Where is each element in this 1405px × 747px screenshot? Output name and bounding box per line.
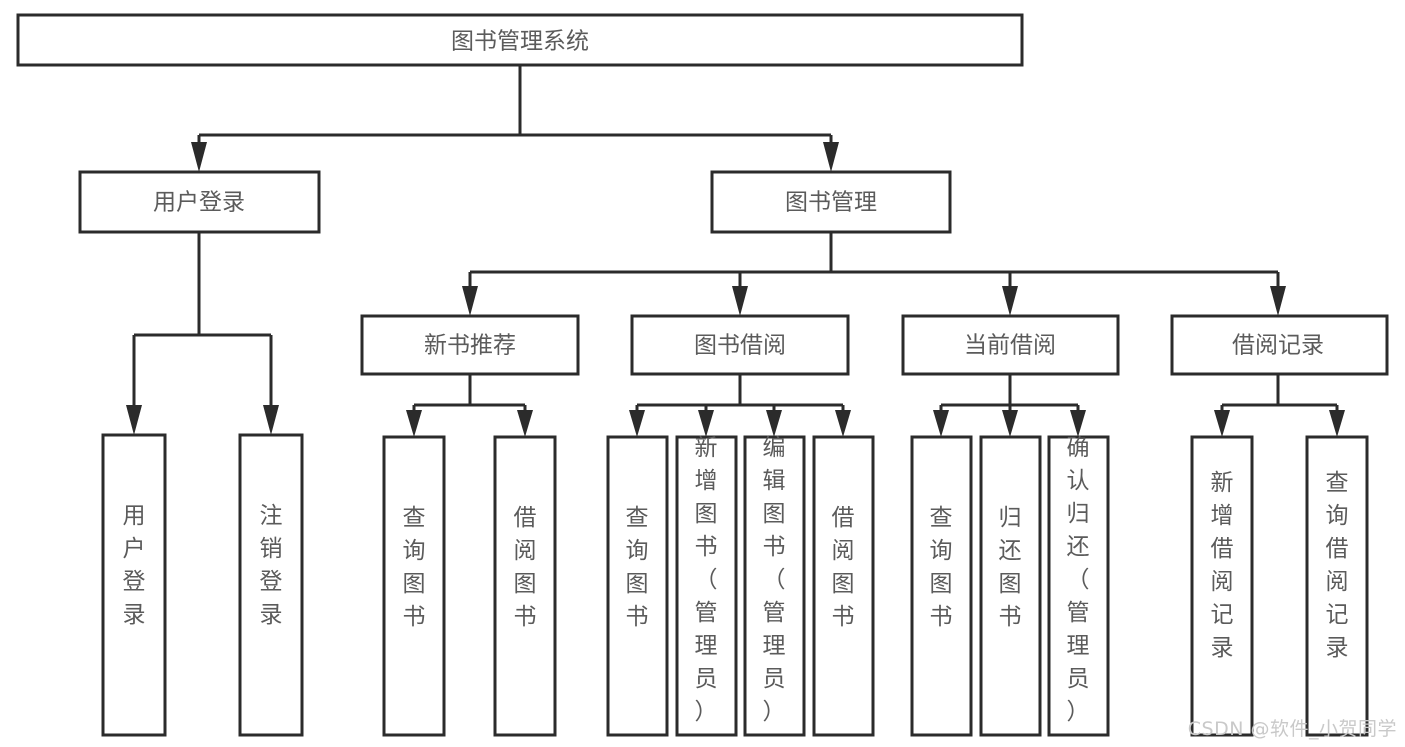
watermark-credit: CSDN @软件_小贺同学 [1187,718,1397,740]
node-leaf-logout[interactable]: 注销登录 [238,433,304,737]
node-leaf-add-borrow-record[interactable]: 新增借阅记录 [1190,435,1254,737]
arrow-new-book-rec-leaf-1 [406,410,422,437]
leaf-query-borrow-record-box[interactable] [1305,435,1369,737]
current-borrow-label: 当前借阅 [964,333,1056,359]
node-current-borrow[interactable]: 当前借阅 [901,314,1120,376]
leaf-add-borrow-record-box[interactable] [1190,435,1254,737]
user-login-box[interactable] [78,170,321,234]
leaf-confirm-return-admin-label: 确认归还（管理员） [1067,435,1090,725]
node-leaf-return-book[interactable]: 归还图书 [979,435,1042,737]
arrow-root-to-user-login [191,142,207,172]
leaf-query-book-borrow-box[interactable] [606,435,669,737]
new-book-recommend-label: 新书推荐 [424,333,516,359]
leaf-add-book-admin-box[interactable] [675,435,738,737]
arrow-to-new-book-rec [462,286,478,316]
current-borrow-box[interactable] [901,314,1120,376]
new-book-recommend-box[interactable] [360,314,580,376]
leaf-logout-box[interactable] [238,433,304,737]
node-leaf-confirm-return-admin[interactable]: 确认归还（管理员） [1047,435,1110,737]
arrow-user-login-leaf-1 [126,405,142,435]
leaf-query-book-current-box[interactable] [910,435,973,737]
arrow-to-current-borrow [1002,286,1018,316]
node-leaf-query-book-current[interactable]: 查询图书 [910,435,973,737]
book-borrow-label: 图书借阅 [694,333,786,359]
node-leaf-edit-book-admin[interactable]: 编辑图书（管理员） [743,435,806,737]
node-leaf-query-borrow-record[interactable]: 查询借阅记录 [1305,435,1369,737]
arrow-current-borrow-leaf-2 [1002,410,1018,437]
arrow-to-borrow-record [1270,286,1286,316]
borrow-record-box[interactable] [1170,314,1389,376]
arrow-to-book-borrow [732,286,748,316]
leaf-borrow-book-box[interactable] [812,435,875,737]
node-borrow-record[interactable]: 借阅记录 [1170,314,1389,376]
book-management-label: 图书管理 [785,190,877,216]
leaf-user-login-label: 用户登录 [123,503,146,628]
node-leaf-query-book-rec[interactable]: 查询图书 [382,435,446,737]
arrow-current-borrow-leaf-1 [933,410,949,437]
arrow-new-book-rec-leaf-2 [517,410,533,437]
leaf-edit-book-admin-label: 编辑图书（管理员） [763,435,786,725]
leaf-borrow-book-rec-box[interactable] [493,435,557,737]
arrow-borrow-record-leaf-2 [1329,410,1345,437]
arrow-user-login-leaf-2 [263,405,279,435]
connector-layer [126,65,1345,437]
borrow-record-label: 借阅记录 [1232,333,1324,359]
root-box[interactable] [16,13,1024,67]
leaf-user-login-box[interactable] [101,433,167,737]
node-new-book-recommend[interactable]: 新书推荐 [360,314,580,376]
leaf-add-book-admin-label: 新增图书（管理员） [695,435,718,725]
arrow-book-borrow-leaf-3 [766,410,782,437]
leaf-edit-book-admin-box[interactable] [743,435,806,737]
leaf-borrow-book-label: 借阅图书 [832,505,855,630]
leaf-add-borrow-record-label: 新增借阅记录 [1211,470,1234,661]
leaf-confirm-return-admin-box[interactable] [1047,435,1110,737]
arrow-root-to-book-mgmt [823,142,839,172]
node-root-system[interactable]: 图书管理系统 [16,13,1024,67]
node-user-login[interactable]: 用户登录 [78,170,321,234]
arrow-book-borrow-leaf-2 [698,410,714,437]
arrow-book-borrow-leaf-1 [629,410,645,437]
book-management-box[interactable] [710,170,952,234]
leaf-layer: 用户登录 注销登录 查询图书 借阅图书 查询图书 新增图书（管理员） [101,433,1369,737]
node-leaf-borrow-book[interactable]: 借阅图书 [812,435,875,737]
leaf-borrow-book-rec-label: 借阅图书 [514,505,537,630]
leaf-return-book-label: 归还图书 [999,505,1022,630]
node-leaf-user-login[interactable]: 用户登录 [101,433,167,737]
node-leaf-add-book-admin[interactable]: 新增图书（管理员） [675,435,738,737]
arrow-current-borrow-leaf-3 [1070,410,1086,437]
node-leaf-borrow-book-rec[interactable]: 借阅图书 [493,435,557,737]
leaf-query-book-rec-box[interactable] [382,435,446,737]
arrow-book-borrow-leaf-4 [835,410,851,437]
user-login-label: 用户登录 [153,190,245,216]
root-label: 图书管理系统 [451,29,589,55]
leaf-query-book-borrow-label: 查询图书 [626,505,649,630]
book-borrow-box[interactable] [630,314,850,376]
leaf-query-book-current-label: 查询图书 [930,505,953,630]
leaf-return-book-box[interactable] [979,435,1042,737]
leaf-logout-label: 注销登录 [260,503,283,628]
node-book-borrow[interactable]: 图书借阅 [630,314,850,376]
arrow-borrow-record-leaf-1 [1214,410,1230,437]
leaf-query-borrow-record-label: 查询借阅记录 [1326,470,1349,661]
node-book-management[interactable]: 图书管理 [710,170,952,234]
node-leaf-query-book-borrow[interactable]: 查询图书 [606,435,669,737]
leaf-query-book-rec-label: 查询图书 [403,505,426,630]
